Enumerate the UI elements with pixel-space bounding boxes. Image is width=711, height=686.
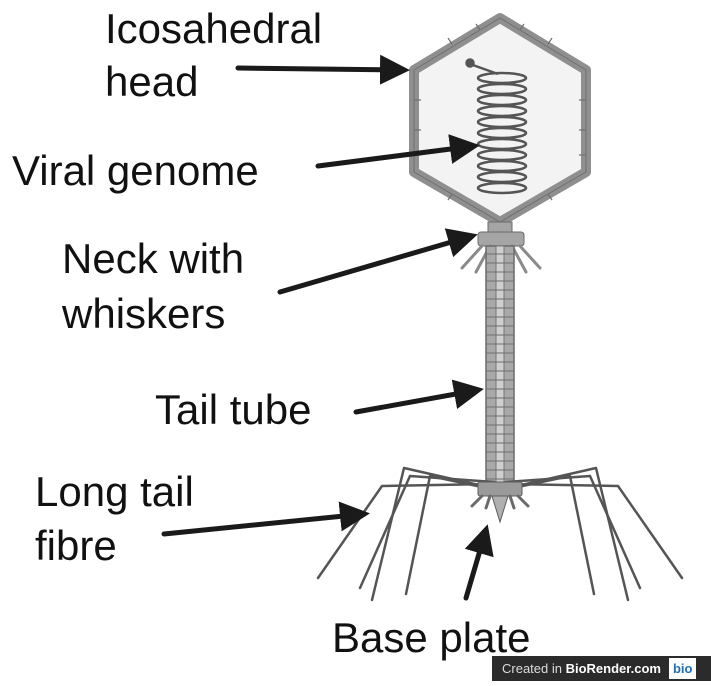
label-icosahedral-line2: head: [105, 58, 198, 106]
arrow-neck: [280, 236, 472, 292]
label-tail-tube: Tail tube: [155, 386, 311, 434]
icosahedral-head: [414, 18, 586, 222]
label-long-tail-line2: fibre: [35, 522, 117, 570]
biorender-logo: bio: [669, 658, 697, 679]
credit-brand: BioRender.com: [566, 661, 661, 676]
label-viral-genome: Viral genome: [12, 147, 259, 195]
tail-tube: [486, 246, 514, 482]
label-long-tail-line1: Long tail: [35, 468, 194, 516]
arrow-base-plate: [466, 530, 486, 598]
arrow-fibre: [164, 514, 364, 534]
biorender-credit-banner[interactable]: Created in BioRender.com bio: [492, 656, 711, 681]
arrow-head: [238, 68, 404, 70]
label-neck-line2: whiskers: [62, 290, 225, 338]
label-icosahedral-line1: Icosahedral: [105, 5, 322, 53]
label-base-plate: Base plate: [332, 614, 530, 662]
arrow-tail-tube: [356, 390, 478, 412]
label-neck-line1: Neck with: [62, 235, 244, 283]
credit-prefix: Created in: [492, 661, 566, 676]
base-plate: [472, 482, 528, 522]
